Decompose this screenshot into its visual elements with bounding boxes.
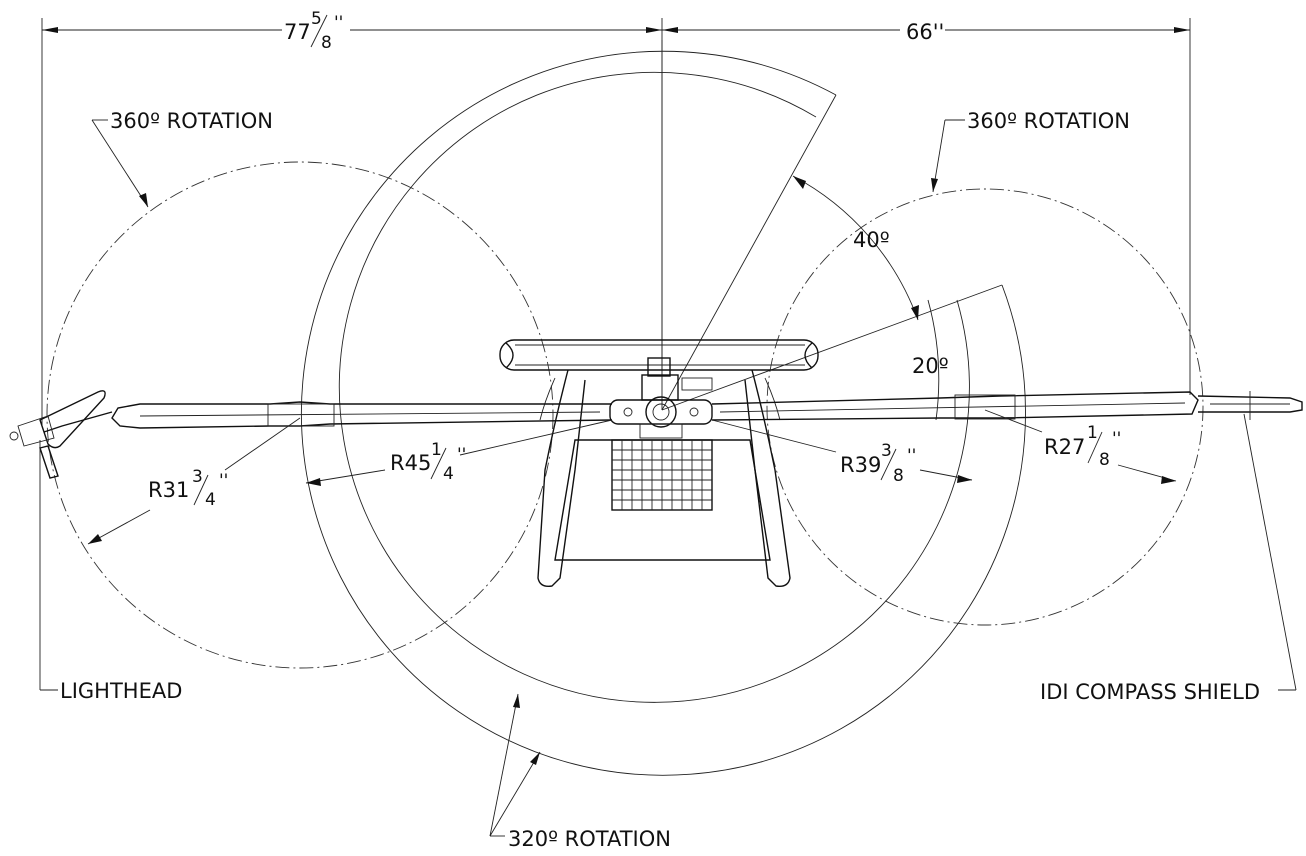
- dim-numerator: 5: [311, 9, 322, 29]
- radius-inner-leader: [305, 419, 613, 486]
- left-arm: [9, 390, 613, 479]
- radius-lighthead-leader: [87, 417, 301, 545]
- right-arm: [711, 391, 1303, 421]
- shield-label: IDI COMPASS SHIELD: [1040, 680, 1260, 704]
- radius-denominator: 4: [443, 464, 454, 484]
- dim-denominator: 8: [321, 33, 332, 53]
- radius-numerator: 3: [881, 441, 892, 461]
- radius-numerator: 1: [431, 440, 442, 460]
- radius-unit: '': [907, 446, 916, 466]
- radius-mid-label: R39 3 8 '': [840, 441, 916, 486]
- rotation-right-label: 360º ROTATION: [967, 109, 1130, 133]
- radius-shield-leader: [984, 409, 1177, 484]
- radius-inner-label: R45 1 4 '': [390, 440, 466, 484]
- left-rotation-circle: [46, 161, 554, 669]
- radius-unit: '': [1112, 429, 1121, 449]
- radius-prefix: R27: [1044, 435, 1085, 459]
- overall-dimension: [41, 18, 1191, 425]
- rotation-right-callout: [931, 119, 965, 193]
- angle-40-arc: [792, 175, 919, 321]
- radius-numerator: 1: [1087, 423, 1098, 443]
- shield-callout: [1243, 413, 1297, 691]
- radius-unit: '': [457, 445, 466, 465]
- lighthead-label: LIGHTHEAD: [60, 679, 182, 703]
- lighthead-callout: [39, 440, 58, 691]
- angle-40-label: 40º: [853, 228, 890, 252]
- radius-denominator: 8: [893, 466, 904, 486]
- radius-denominator: 8: [1099, 450, 1110, 470]
- radius-unit: '': [219, 471, 228, 491]
- outer-rotation-arc: [301, 40, 1026, 776]
- radius-numerator: 3: [192, 467, 203, 487]
- rotation-bottom-callout: [489, 693, 541, 837]
- radius-prefix: R31: [148, 478, 189, 502]
- rotation-left-label: 360º ROTATION: [110, 109, 273, 133]
- radius-prefix: R39: [840, 453, 881, 477]
- rotation-bottom-label: 320º ROTATION: [508, 827, 671, 851]
- right-rotation-circle: [766, 188, 1204, 626]
- radius-shield-label: R27 1 8 '': [1044, 423, 1121, 470]
- angle-20-arc: [927, 299, 940, 421]
- overall-left-dimension-label: 77 5 8 '': [284, 9, 343, 53]
- overall-right-dimension-label: 66'': [906, 20, 944, 44]
- rotation-left-callout: [91, 119, 149, 208]
- angle-20-label: 20º: [912, 354, 949, 378]
- ceiling-mount-carriage: [499, 339, 819, 588]
- dim-unit: '': [334, 13, 343, 33]
- radius-mid-leader: [711, 419, 973, 483]
- radius-denominator: 4: [205, 490, 216, 510]
- radius-prefix: R45: [390, 451, 431, 475]
- dim-whole: 77: [284, 20, 311, 44]
- radius-lighthead-label: R31 3 4 '': [148, 467, 228, 510]
